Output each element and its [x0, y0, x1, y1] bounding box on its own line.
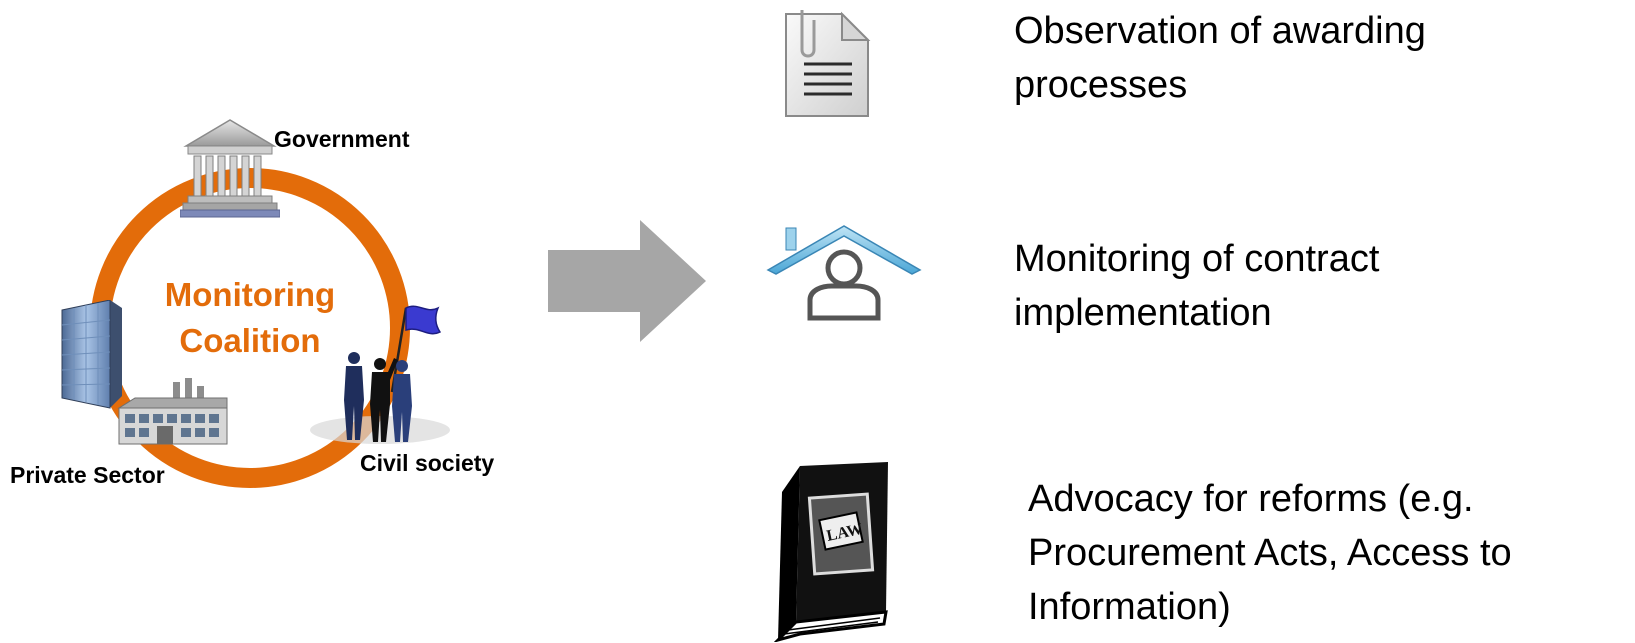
- document-icon: [780, 8, 872, 120]
- activity-item-monitoring: Monitoring of contract implementation: [1014, 232, 1379, 340]
- activity-item-observation: Observation of awarding processes: [1014, 4, 1426, 112]
- coalition-title-line1: Monitoring: [164, 276, 336, 313]
- activity-text-line: Observation of awarding: [1014, 10, 1426, 52]
- coalition-title-line2: Coalition: [179, 322, 321, 359]
- activity-text-line: processes: [1014, 64, 1188, 106]
- office-tower-icon: [52, 300, 128, 410]
- factory-icon: [115, 378, 231, 448]
- activity-text-line: Information): [1028, 586, 1231, 628]
- government-building-icon: [180, 118, 280, 222]
- private-sector-label: Private Sector: [10, 462, 165, 488]
- activity-text-line: implementation: [1014, 292, 1272, 334]
- law-book-icon: LAW: [774, 462, 892, 642]
- civil-society-label: Civil society: [360, 450, 495, 476]
- house-person-icon: [766, 222, 922, 324]
- activity-text-line: Procurement Acts, Access to: [1028, 532, 1512, 574]
- activity-text-line: Advocacy for reforms (e.g.: [1028, 478, 1474, 520]
- civil-society-people-icon: [310, 300, 450, 450]
- coalition-title: Monitoring Coalition: [130, 272, 370, 364]
- right-arrow-icon: [548, 220, 706, 342]
- government-label: Government: [274, 126, 410, 152]
- activity-text-line: Monitoring of contract: [1014, 238, 1380, 280]
- activity-item-advocacy: Advocacy for reforms (e.g. Procurement A…: [1028, 472, 1512, 634]
